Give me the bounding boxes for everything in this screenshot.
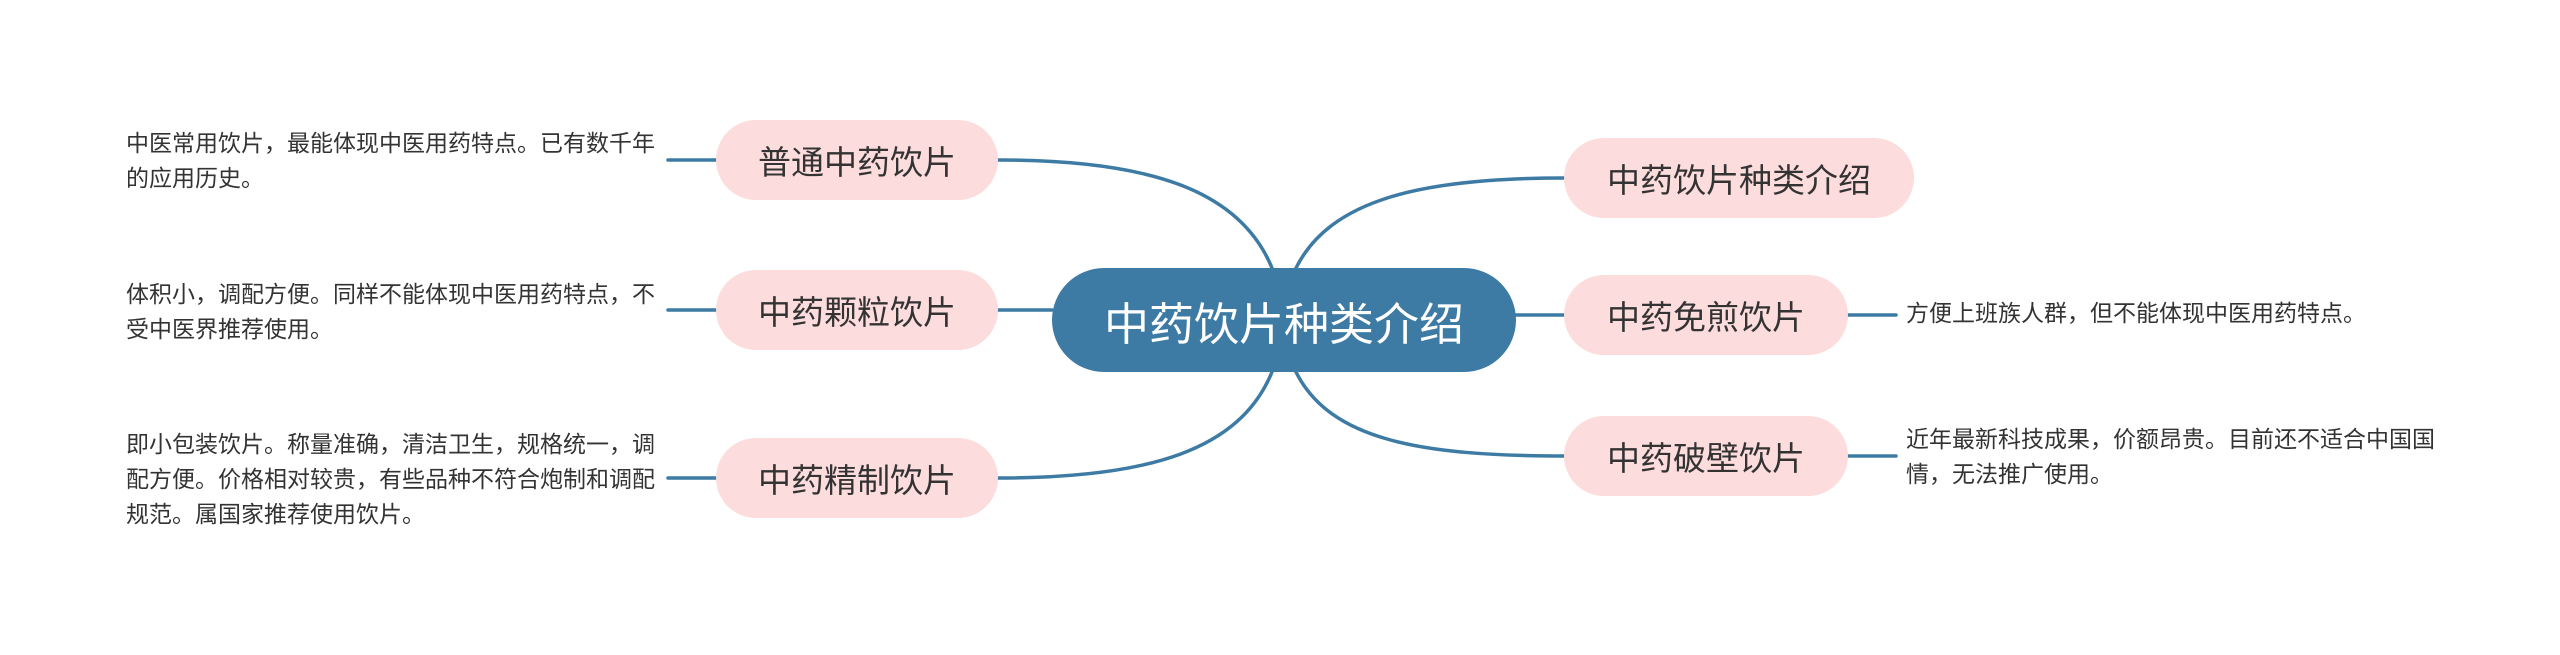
connector-root-to-pobi	[1294, 370, 1566, 458]
note-putong: 中医常用饮片，最能体现中医用药特点。已有数千年的应用历史。	[126, 131, 655, 192]
connector-root-to-zhonglei	[1294, 176, 1566, 270]
root-topic[interactable]: 中药饮片种类介绍	[1052, 268, 1516, 372]
connector-root-to-putong	[996, 158, 1274, 270]
branch-keli[interactable]: 中药颗粒饮片	[716, 270, 998, 350]
branch-jingzhi[interactable]: 中药精制饮片	[716, 438, 998, 518]
connector-root-to-jingzhi	[996, 370, 1274, 480]
note-pobi: 近年最新科技成果，价额昂贵。目前还不适合中国国情，无法推广使用。	[1906, 427, 2435, 488]
branch-pobi[interactable]: 中药破壁饮片	[1564, 416, 1848, 496]
branch-putong[interactable]: 普通中药饮片	[716, 120, 998, 200]
branch-mianjian[interactable]: 中药免煎饮片	[1564, 275, 1848, 355]
note-keli: 体积小，调配方便。同样不能体现中医用药特点，不受中医界推荐使用。	[126, 282, 655, 343]
note-jingzhi: 即小包装饮片。称量准确，清洁卫生，规格统一，调配方便。价格相对较贵，有些品种不符…	[126, 432, 655, 528]
note-mianjian: 方便上班族人群，但不能体现中医用药特点。	[1906, 301, 2366, 327]
branch-zhonglei[interactable]: 中药饮片种类介绍	[1564, 138, 1914, 218]
